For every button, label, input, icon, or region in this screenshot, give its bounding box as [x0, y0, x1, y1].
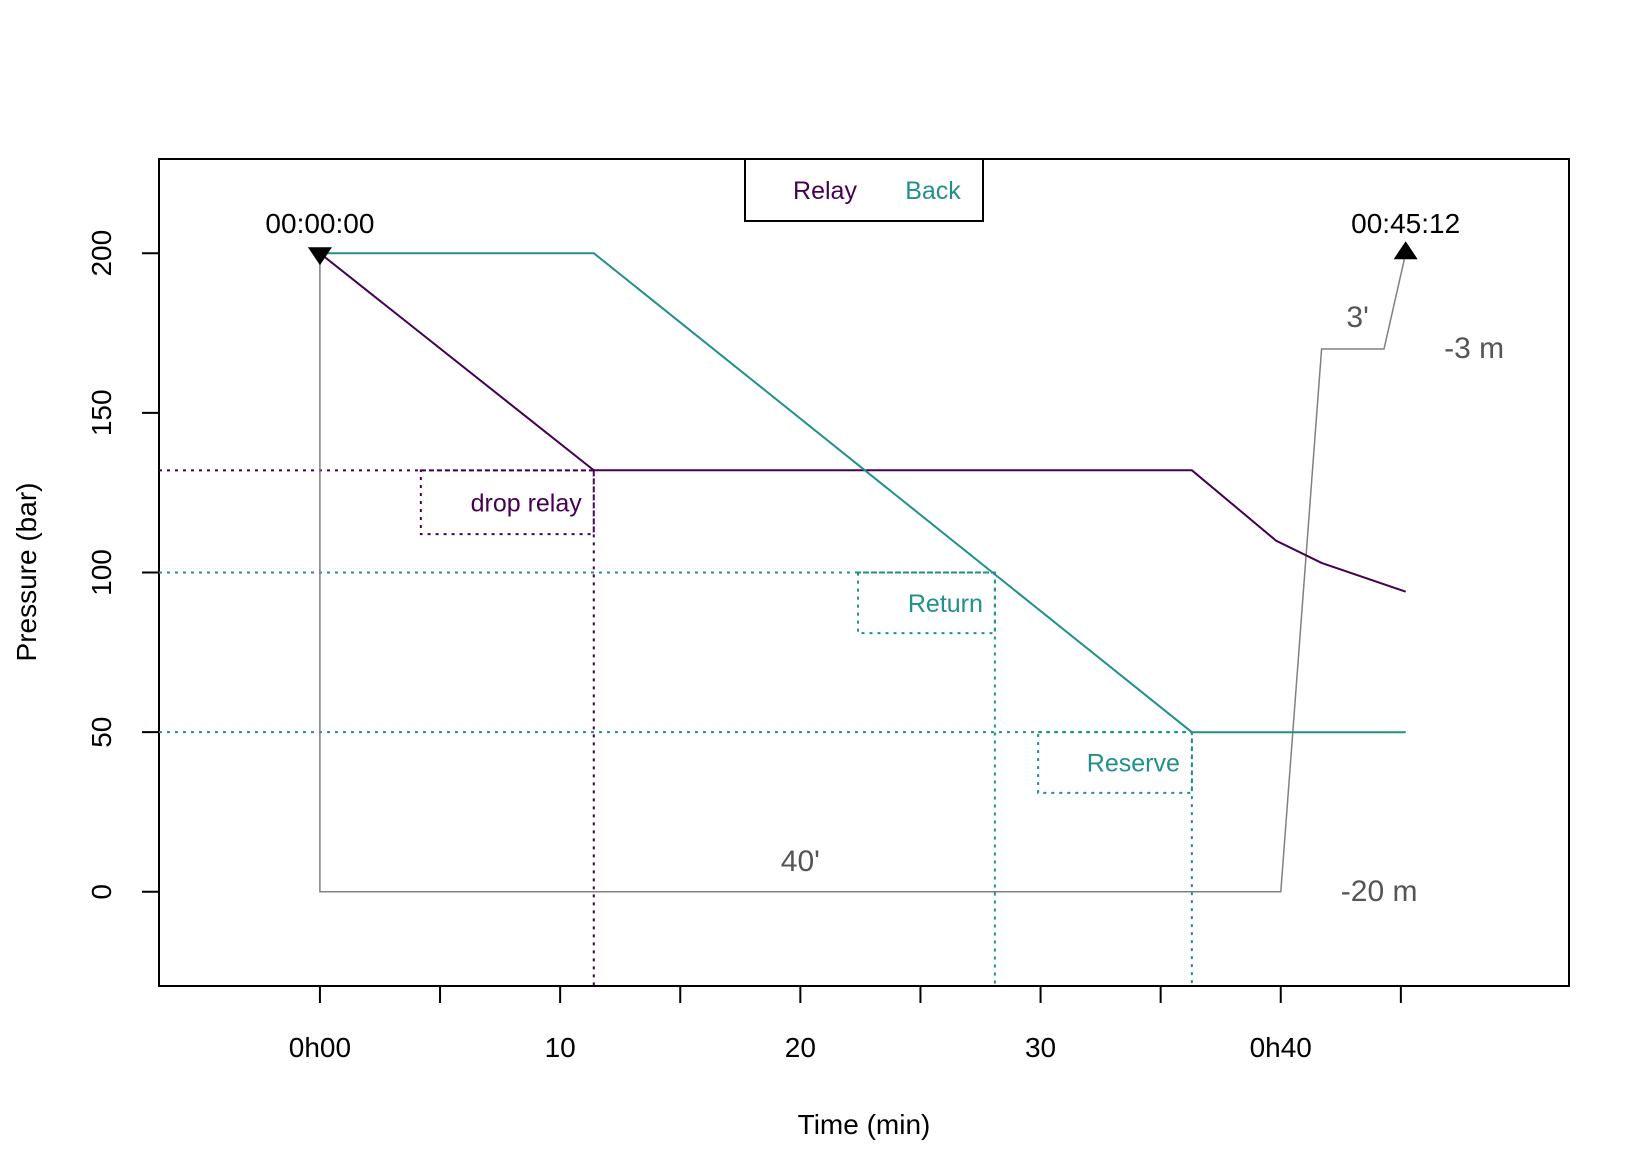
y-tick-label-0: 0: [86, 884, 117, 900]
legend-box: [744, 158, 984, 222]
dive-profile-line: [319, 253, 1407, 893]
x-axis-title: Time (min): [798, 1109, 931, 1140]
profile-label-bottom-time: 40': [781, 845, 820, 878]
y-tick-label-1: 50: [86, 717, 117, 748]
legend-label-back: Back: [905, 177, 961, 205]
x-axis: 0h00 10 20 30 0h40: [289, 986, 1402, 1063]
return-box: [856, 571, 996, 635]
pressure-series: [319, 252, 1407, 734]
y-axis: 0 50 100 150 200: [86, 230, 159, 900]
time-marker-end: [1393, 241, 1418, 260]
return-label: Return: [908, 590, 983, 618]
drop-relay-label: drop relay: [471, 489, 583, 517]
x-tick-label-6: 30: [1025, 1032, 1056, 1063]
x-tick-label-4: 20: [785, 1032, 816, 1063]
reserve-box: [1037, 731, 1193, 794]
reserve-label: Reserve: [1087, 749, 1180, 777]
x-tick-label-8: 0h40: [1250, 1032, 1312, 1063]
x-tick-label-2: 10: [545, 1032, 576, 1063]
time-marker-start: [307, 247, 332, 266]
y-tick-label-2: 100: [86, 549, 117, 596]
profile-label-stop-time: 3': [1346, 301, 1368, 334]
series-back-line: [319, 252, 1406, 734]
legend: Relay Back: [744, 158, 984, 222]
profile-label-stop-depth: -3 m: [1444, 332, 1504, 365]
dive-profile: 40' -20 m 3' -3 m: [319, 253, 1504, 908]
drop-relay-box: [419, 469, 595, 536]
x-tick-label-0: 0h00: [289, 1032, 351, 1063]
series-relay-line: [319, 252, 1407, 593]
time-label-start: 00:00:00: [265, 208, 374, 239]
time-label-end: 00:45:12: [1351, 208, 1460, 239]
y-axis-title: Pressure (bar): [11, 483, 42, 662]
legend-label-relay: Relay: [793, 177, 857, 205]
y-tick-label-4: 200: [86, 230, 117, 277]
time-labels: 00:00:00 00:45:12: [265, 208, 1460, 266]
y-tick-label-3: 150: [86, 389, 117, 436]
profile-label-bottom-depth: -20 m: [1341, 875, 1418, 908]
